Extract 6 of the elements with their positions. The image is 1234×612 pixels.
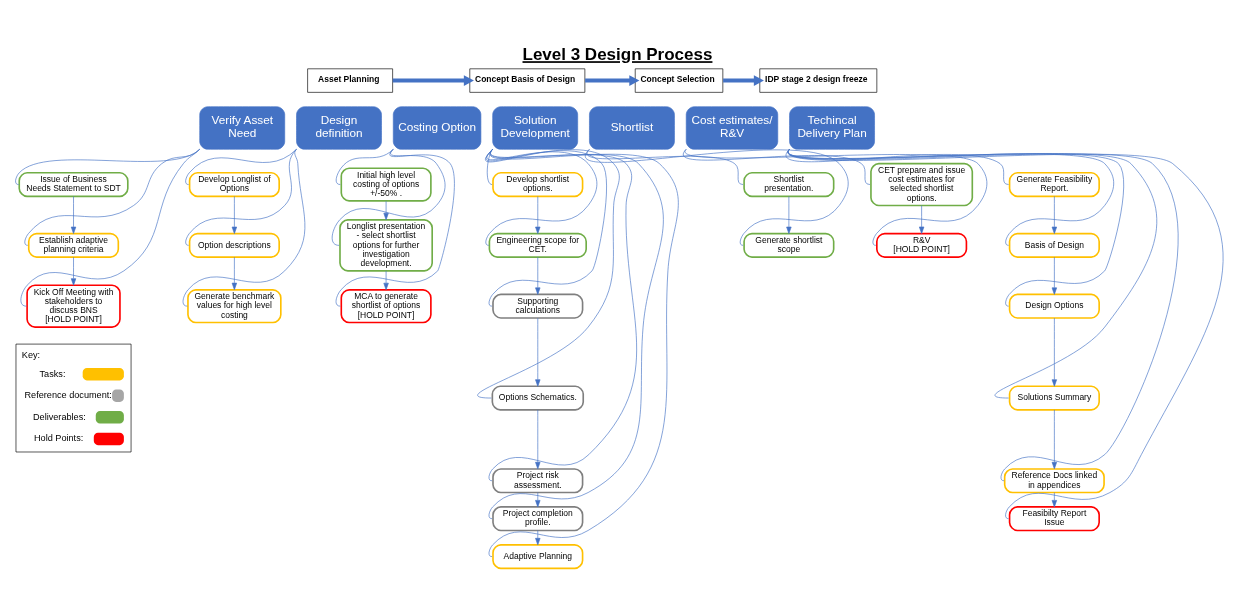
legend-label: Hold Points:	[33, 432, 84, 443]
legend-label: Reference document:	[24, 389, 112, 400]
legend-label: Deliverables:	[32, 411, 86, 422]
diagram-title: Level 3 Design Process	[522, 44, 713, 64]
label: Key:	[21, 349, 41, 360]
legend-label: Tasks:	[39, 368, 66, 379]
